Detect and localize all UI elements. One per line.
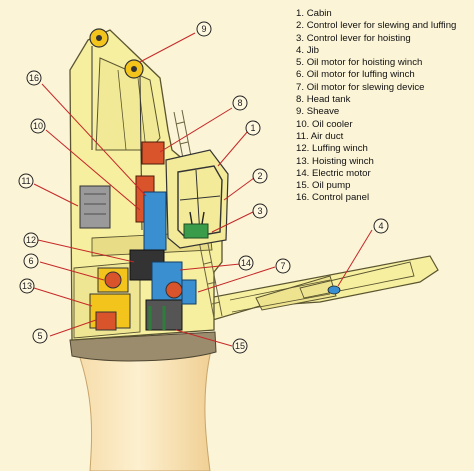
legend-item-6: 6. Oil motor for luffing winch [296,69,415,81]
callout-lines [33,32,373,347]
svg-text:10: 10 [33,121,43,131]
svg-text:14: 14 [241,258,251,268]
air-duct [79,185,111,229]
svg-text:6: 6 [28,256,33,266]
callout-markers: 1 2 3 4 5 6 7 8 9 10 11 12 13 14 15 16 [18,21,389,354]
svg-text:3: 3 [257,206,262,216]
callout-4: 4 [373,218,389,234]
callout-8: 8 [232,95,248,111]
legend-item-7: 7. Oil motor for slewing device [296,81,425,93]
svg-text:2: 2 [257,171,262,181]
legend: 1. Cabin 2. Control lever for slewing an… [296,8,472,205]
legend-item-1: 1. Cabin [296,8,332,19]
callout-9: 9 [196,21,212,37]
callout-7: 7 [275,258,291,274]
callout-12: 12 [23,232,39,248]
callout-14: 14 [238,255,254,271]
svg-text:13: 13 [22,281,32,291]
legend-item-16: 16. Control panel [296,192,370,204]
control-panel [135,175,167,251]
head-tank [141,141,165,165]
pedestal [69,331,217,471]
svg-text:9: 9 [201,24,206,34]
hoisting-winch [89,293,131,331]
callout-3: 3 [252,203,268,219]
svg-text:16: 16 [29,73,39,83]
callout-10: 10 [30,118,46,134]
legend-item-15: 15. Oil pump [296,180,351,192]
callout-5: 5 [32,328,48,344]
legend-item-2: 2. Control lever for slewing and luffing [296,20,457,32]
callout-13: 13 [19,278,35,294]
legend-item-10: 10. Oil cooler [296,118,353,130]
callout-16: 16 [26,70,42,86]
jib [197,255,439,323]
legend-item-8: 8. Head tank [296,94,351,106]
legend-item-14: 14. Electric motor [296,167,371,179]
svg-text:11: 11 [21,176,30,186]
oil-pump [145,299,183,331]
svg-text:5: 5 [37,331,42,341]
callout-1: 1 [245,120,261,136]
svg-text:1: 1 [250,123,255,133]
callout-2: 2 [252,168,268,184]
callout-6: 6 [23,253,39,269]
svg-text:15: 15 [235,341,245,351]
svg-text:4: 4 [378,221,383,231]
control-levers [183,211,209,239]
svg-text:7: 7 [280,261,285,271]
legend-item-12: 12. Luffing winch [296,143,368,155]
svg-text:12: 12 [26,235,36,245]
callout-15: 15 [232,338,248,354]
svg-text:8: 8 [237,98,242,108]
oil-motor-slewing [181,279,197,305]
legend-item-11: 11. Air duct [296,130,344,142]
legend-item-3: 3. Control lever for hoisting [296,32,411,44]
legend-item-4: 4. Jib [296,44,319,56]
legend-item-13: 13. Hoisting winch [296,155,374,167]
legend-item-5: 5. Oil motor for hoisting winch [296,57,423,69]
electric-motor [129,249,183,303]
callout-11: 11 [18,173,34,189]
legend-item-9: 9. Sheave [296,106,340,118]
